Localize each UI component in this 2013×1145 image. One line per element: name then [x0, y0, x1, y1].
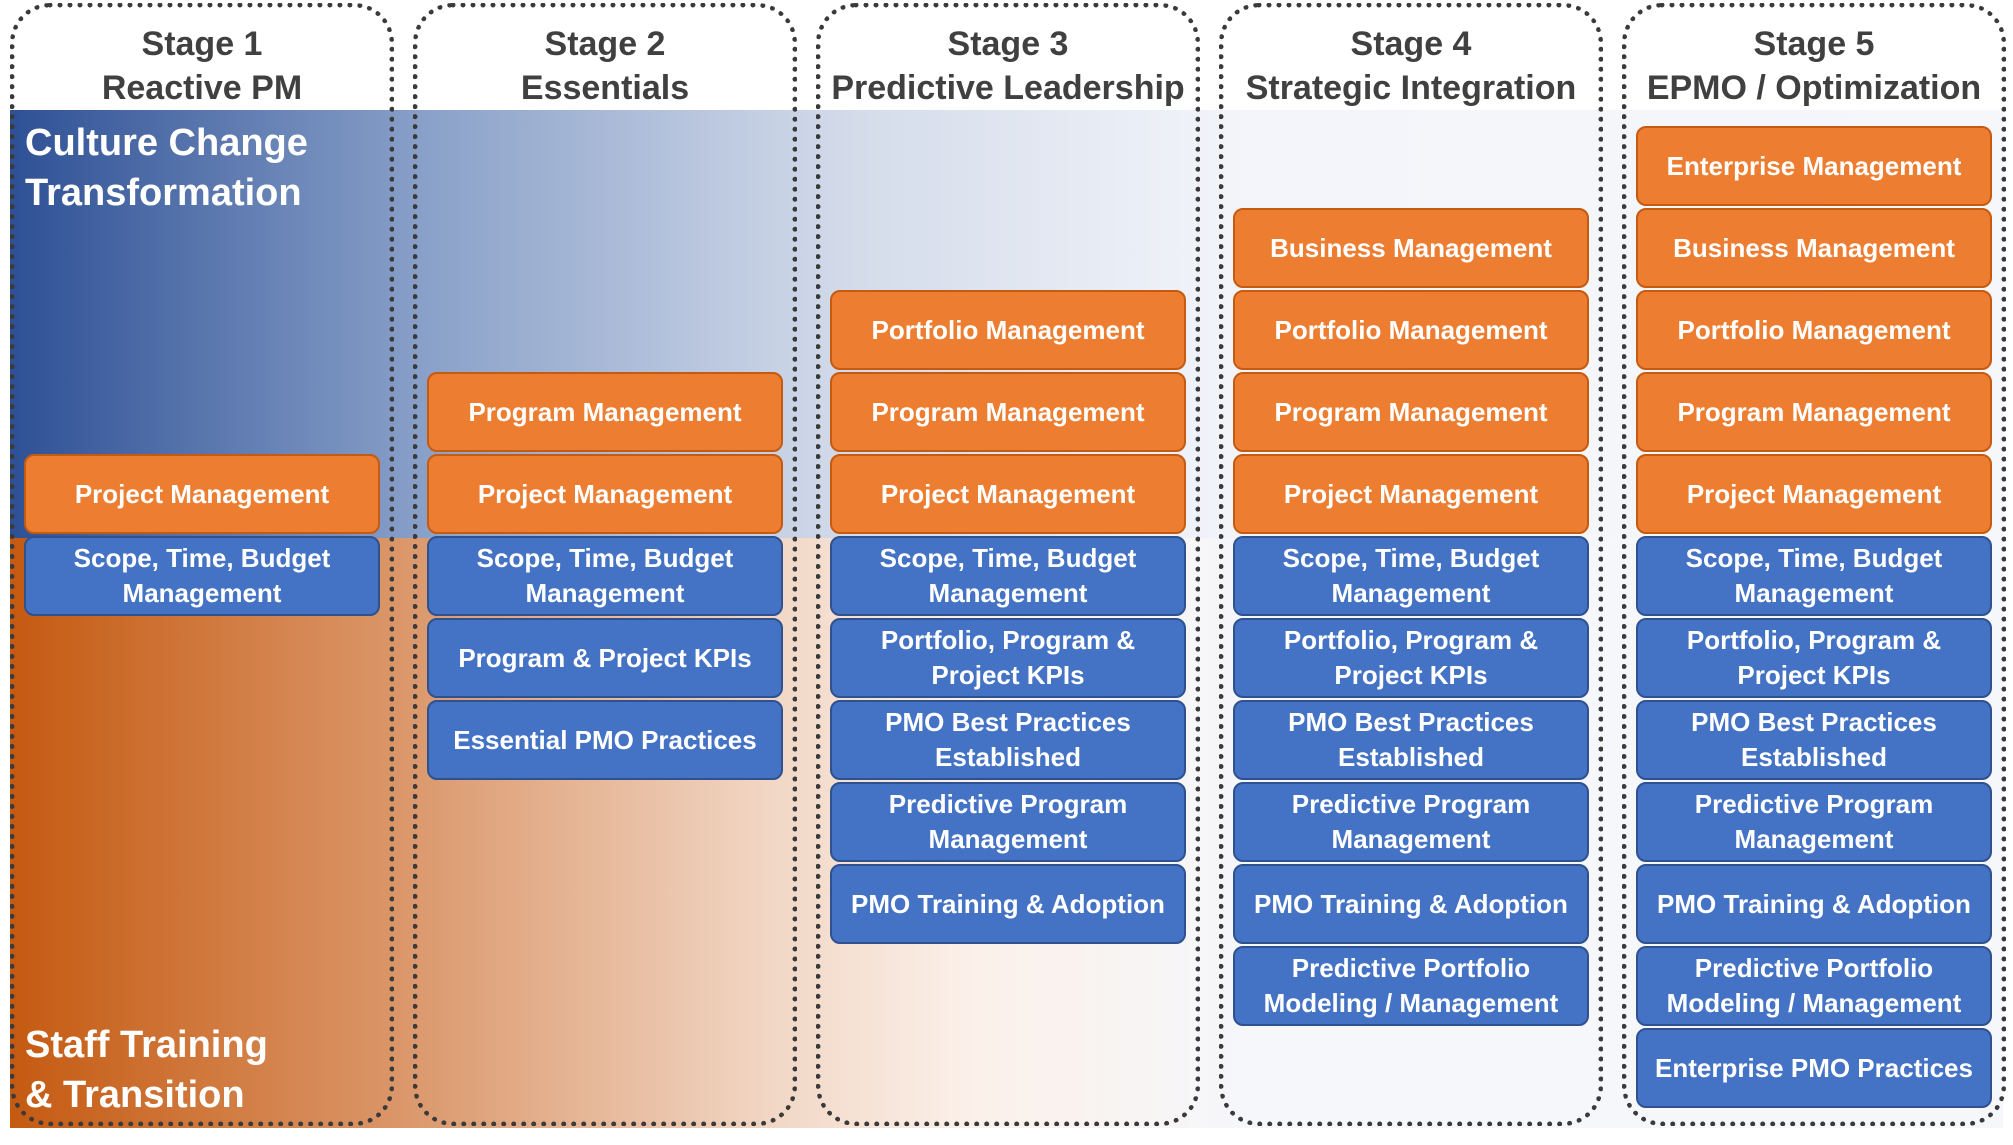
stage-number: Stage 3: [947, 25, 1069, 63]
management-level-box: Enterprise Management: [1636, 126, 1992, 206]
management-level-box: Program Management: [1233, 372, 1589, 452]
management-level-box: Program Management: [427, 372, 783, 452]
culture-change-line2: Transformation: [25, 172, 302, 214]
practice-box: Program & Project KPIs: [427, 618, 783, 698]
stage-column-2: [413, 3, 797, 1126]
management-level-box: Business Management: [1233, 208, 1589, 288]
practice-box: Essential PMO Practices: [427, 700, 783, 780]
stage-number: Stage 1: [141, 25, 263, 63]
practice-box: PMO Best Practices Established: [1636, 700, 1992, 780]
culture-change-line1: Culture Change: [25, 122, 308, 164]
practice-box: Scope, Time, Budget Management: [1233, 536, 1589, 616]
management-level-box: Portfolio Management: [830, 290, 1186, 370]
staff-training-line2: & Transition: [25, 1074, 245, 1116]
culture-change-label: Culture Change Transformation: [25, 118, 308, 218]
management-level-box: Project Management: [1636, 454, 1992, 534]
stage-name: Predictive Leadership: [831, 69, 1185, 107]
management-level-box: Business Management: [1636, 208, 1992, 288]
stage-title-5: Stage 5 EPMO / Optimization: [1614, 22, 2013, 110]
practice-box: Predictive Program Management: [1636, 782, 1992, 862]
practice-box: Predictive Program Management: [830, 782, 1186, 862]
practice-box: Scope, Time, Budget Management: [24, 536, 380, 616]
stage-title-4: Stage 4 Strategic Integration: [1211, 22, 1611, 110]
practice-box: PMO Best Practices Established: [830, 700, 1186, 780]
stage-number: Stage 5: [1753, 25, 1875, 63]
stage-number: Stage 4: [1350, 25, 1472, 63]
stage-column-4: [1219, 3, 1603, 1126]
management-level-box: Project Management: [1233, 454, 1589, 534]
practice-box: Predictive Program Management: [1233, 782, 1589, 862]
management-level-box: Portfolio Management: [1233, 290, 1589, 370]
practice-box: Portfolio, Program & Project KPIs: [830, 618, 1186, 698]
management-level-box: Program Management: [830, 372, 1186, 452]
management-level-box: Project Management: [24, 454, 380, 534]
stage-title-3: Stage 3 Predictive Leadership: [808, 22, 1208, 110]
practice-box: Enterprise PMO Practices: [1636, 1028, 1992, 1108]
stage-name: Strategic Integration: [1245, 69, 1577, 107]
management-level-box: Portfolio Management: [1636, 290, 1992, 370]
practice-box: Scope, Time, Budget Management: [830, 536, 1186, 616]
practice-box: Portfolio, Program & Project KPIs: [1636, 618, 1992, 698]
practice-box: PMO Training & Adoption: [1233, 864, 1589, 944]
management-level-box: Project Management: [427, 454, 783, 534]
stage-title-1: Stage 1 Reactive PM: [2, 22, 402, 110]
practice-box: PMO Training & Adoption: [1636, 864, 1992, 944]
practice-box: Scope, Time, Budget Management: [427, 536, 783, 616]
stage-name: EPMO / Optimization: [1646, 69, 1982, 107]
practice-box: PMO Best Practices Established: [1233, 700, 1589, 780]
stage-number: Stage 2: [544, 25, 666, 63]
staff-training-line1: Staff Training: [25, 1024, 268, 1066]
stage-title-2: Stage 2 Essentials: [405, 22, 805, 110]
practice-box: Predictive Portfolio Modeling / Manageme…: [1636, 946, 1992, 1026]
staff-training-label: Staff Training & Transition: [25, 1020, 268, 1120]
stage-column-5: [1622, 3, 2006, 1126]
stage-name: Reactive PM: [101, 69, 303, 107]
practice-box: Predictive Portfolio Modeling / Manageme…: [1233, 946, 1589, 1026]
management-level-box: Program Management: [1636, 372, 1992, 452]
stage-column-3: [816, 3, 1200, 1126]
practice-box: PMO Training & Adoption: [830, 864, 1186, 944]
practice-box: Portfolio, Program & Project KPIs: [1233, 618, 1589, 698]
practice-box: Scope, Time, Budget Management: [1636, 536, 1992, 616]
stage-name: Essentials: [520, 69, 690, 107]
management-level-box: Project Management: [830, 454, 1186, 534]
stage-column-1: [10, 3, 394, 1126]
